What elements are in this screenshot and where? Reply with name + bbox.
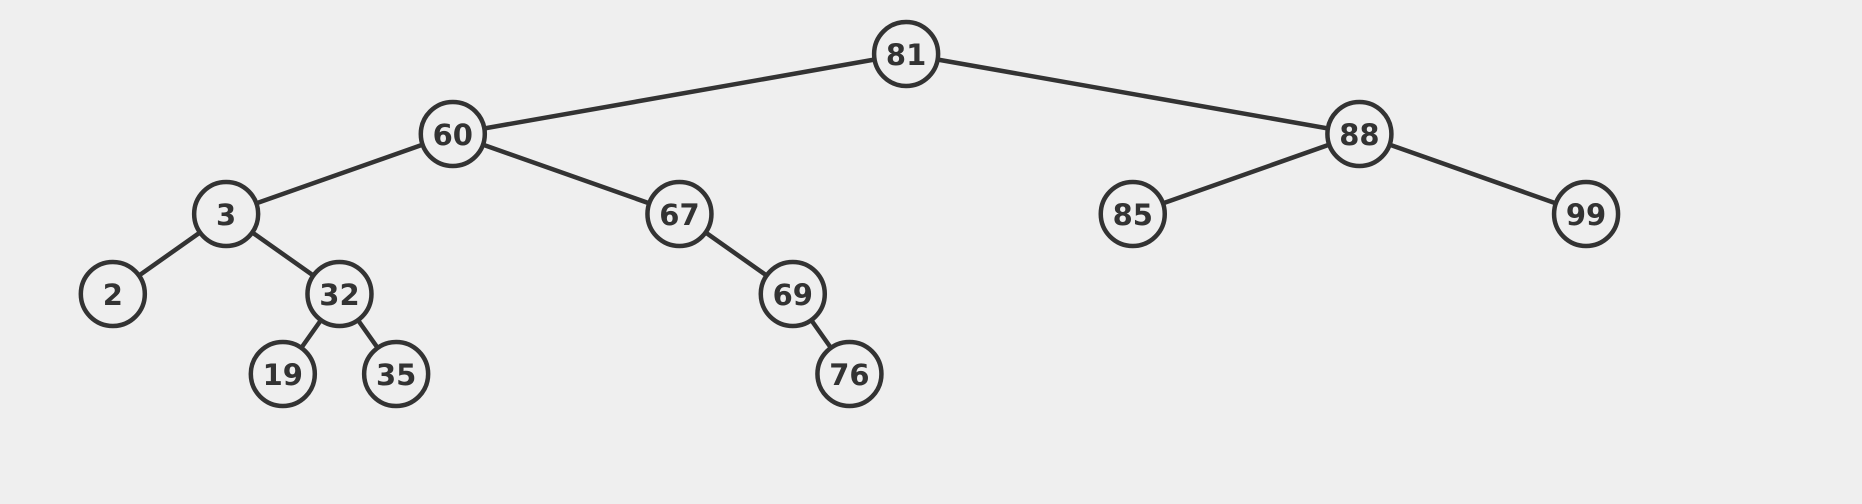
tree-node-60: 60 [418, 99, 488, 169]
tree-node-85: 85 [1098, 179, 1168, 249]
node-label: 81 [886, 38, 926, 72]
node-label: 60 [433, 118, 473, 152]
node-label: 35 [376, 358, 416, 392]
tree-node-99: 99 [1551, 179, 1621, 249]
node-label: 32 [319, 278, 359, 312]
node-label: 99 [1566, 198, 1606, 232]
tree-node-3: 3 [191, 179, 261, 249]
node-circle [78, 259, 148, 329]
node-circle [1551, 179, 1621, 249]
tree-node-32: 32 [305, 259, 374, 329]
node-label: 2 [103, 278, 123, 312]
node-circle [1325, 99, 1394, 169]
node-circle [815, 339, 884, 409]
tree-node-2: 2 [78, 259, 148, 329]
node-label: 67 [659, 198, 699, 232]
tree-node-88: 88 [1325, 99, 1394, 169]
node-circle [645, 179, 714, 249]
node-label: 85 [1113, 198, 1153, 232]
edge-60-3 [223, 131, 456, 217]
node-label: 3 [216, 198, 236, 232]
node-label: 19 [263, 358, 303, 392]
node-circle [305, 259, 374, 329]
tree-node-35: 35 [361, 339, 431, 409]
node-label: 76 [829, 358, 869, 392]
tree-node-67: 67 [645, 179, 714, 249]
edge-81-88 [903, 51, 1362, 137]
node-circle [418, 99, 488, 169]
nodes-layer: 81 60 88 3 67 85 99 2 32 69 19 35 76 [78, 19, 1621, 409]
node-circle [758, 259, 828, 329]
tree-node-19: 19 [248, 339, 318, 409]
node-label: 69 [773, 278, 813, 312]
tree-node-69: 69 [758, 259, 828, 329]
edge-60-67 [450, 131, 682, 217]
tree-node-81: 81 [871, 19, 941, 89]
node-label: 88 [1339, 118, 1379, 152]
node-circle [1098, 179, 1168, 249]
edge-81-60 [450, 51, 909, 137]
node-circle [361, 339, 431, 409]
node-circle [871, 19, 941, 89]
node-circle [248, 339, 318, 409]
edge-88-99 [1357, 131, 1589, 217]
edge-88-85 [1130, 131, 1362, 217]
node-circle [191, 179, 261, 249]
tree-node-76: 76 [815, 339, 884, 409]
